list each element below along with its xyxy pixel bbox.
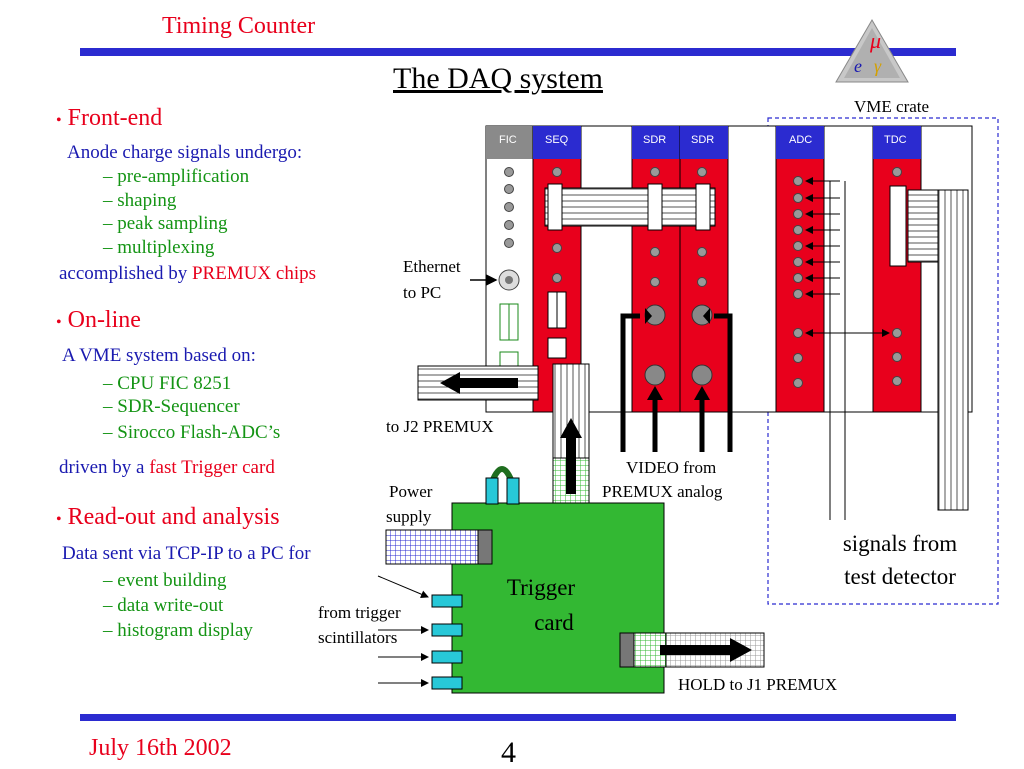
header-rule: [80, 48, 956, 56]
module-adc: ADC: [775, 125, 825, 413]
page-number: 4: [501, 736, 516, 769]
bullet-front-end: • Front-end: [56, 105, 163, 131]
vme-crate-label: VME crate: [854, 97, 929, 116]
scint-label: scintillators: [318, 628, 397, 647]
power-label: Power: [389, 482, 433, 501]
read-out-item: – event building: [103, 570, 227, 591]
on-line-outro: driven by a fast Trigger card: [59, 457, 275, 478]
module-sdr-1: SDR: [631, 125, 681, 413]
svg-text:μ: μ: [869, 28, 881, 53]
module-label-sdr: SDR: [643, 134, 666, 146]
module-label-adc: ADC: [789, 134, 812, 146]
read-out-item: – histogram display: [103, 620, 253, 641]
signals-label: test detector: [844, 564, 956, 589]
scintillator-inputs: [377, 575, 463, 690]
read-out-item: – data write-out: [103, 595, 224, 616]
slide-title: The DAQ system: [393, 62, 603, 95]
power-supply-connector: [385, 529, 493, 565]
module-tdc: TDC: [872, 125, 922, 413]
video-label: PREMUX analog: [602, 482, 723, 501]
header-title: Timing Counter: [162, 13, 316, 39]
front-end-intro: Anode charge signals undergo:: [67, 142, 303, 163]
footer-date: July 16th 2002: [89, 735, 232, 761]
on-line-item: – Sirocco Flash-ADC’s: [103, 422, 281, 443]
adc-signal-arrows: [805, 177, 890, 520]
trigger-label: card: [534, 610, 574, 635]
signals-label: signals from: [843, 531, 957, 556]
svg-text:γ: γ: [874, 56, 882, 76]
j2-label: to J2 PREMUX: [386, 417, 494, 436]
module-label-seq: SEQ: [545, 134, 569, 146]
video-label: VIDEO from: [626, 458, 716, 477]
module-label-tdc: TDC: [884, 134, 907, 146]
trigger-lemo-connectors: [485, 466, 520, 505]
on-line-item: – SDR-Sequencer: [103, 396, 240, 417]
tdc-flat-cable: [889, 185, 969, 511]
on-line-item: – CPU FIC 8251: [103, 373, 232, 394]
bullet-read-out: • Read-out and analysis: [56, 504, 280, 530]
module-sdr-2: SDR: [679, 125, 729, 413]
bullet-on-line: • On-line: [56, 307, 141, 333]
ethernet-label: Ethernet: [403, 257, 461, 276]
module-label-fic: FIC: [499, 134, 517, 146]
front-end-item: – multiplexing: [103, 237, 215, 258]
on-line-intro: A VME system based on:: [62, 345, 256, 366]
power-label: supply: [386, 507, 432, 526]
front-end-outro: accomplished by PREMUX chips: [59, 263, 317, 284]
flat-cable-seq-sdr: [544, 183, 716, 231]
ethernet-label: to PC: [403, 283, 441, 302]
footer-rule: [80, 714, 956, 721]
front-end-item: – peak sampling: [103, 213, 228, 234]
front-end-item: – pre-amplification: [103, 166, 250, 187]
hold-label: HOLD to J1 PREMUX: [678, 675, 837, 694]
scint-label: from trigger: [318, 603, 401, 622]
vme-crate-outline: [767, 117, 999, 605]
read-out-intro: Data sent via TCP-IP to a PC for: [62, 543, 311, 564]
video-arrows: [620, 313, 733, 452]
front-end-item: – shaping: [103, 190, 177, 211]
svg-text:e: e: [854, 56, 862, 76]
module-fic: FIC: [485, 125, 534, 413]
trigger-label: Trigger: [507, 575, 575, 600]
module-label-sdr: SDR: [691, 134, 714, 146]
hold-connector: [619, 632, 765, 668]
mu-e-gamma-logo: μ e γ: [834, 18, 910, 84]
